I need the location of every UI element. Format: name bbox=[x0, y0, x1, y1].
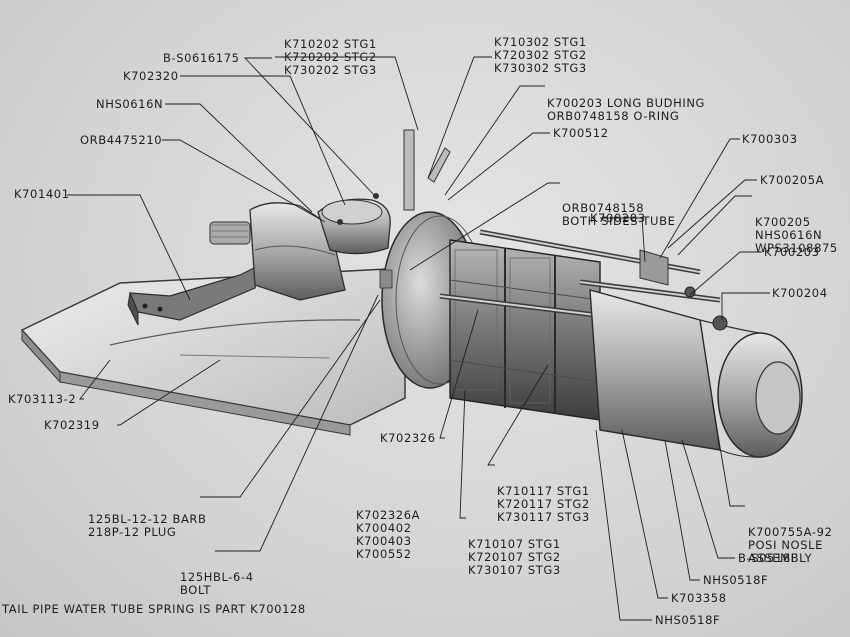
callout-k700203-lower: K700203 bbox=[764, 245, 820, 259]
callout-bs0518f: B-S0518F bbox=[738, 551, 799, 565]
callout-nhs0616n: NHS0616N bbox=[96, 97, 164, 111]
callout-bs0616175: B-S0616175 bbox=[163, 51, 240, 65]
gearbox-cover bbox=[317, 193, 391, 255]
callout-orb4475210: ORB4475210 bbox=[80, 133, 163, 147]
callout-k700303: K700303 bbox=[742, 132, 798, 146]
callout-k700512: K700512 bbox=[553, 126, 609, 140]
callout-k700203-upper: K700203 bbox=[590, 211, 646, 225]
leader-lines bbox=[67, 56, 770, 621]
footnote: TAIL PIPE WATER TUBE SPRING IS PART K700… bbox=[2, 602, 306, 616]
callout-k703358: K703358 bbox=[671, 591, 727, 605]
callout-k700204: K700204 bbox=[772, 286, 828, 300]
callout-nhs0518f-upper: NHS0518F bbox=[703, 573, 769, 587]
callout-k703113: K703113-2 bbox=[8, 392, 77, 406]
callout-k702326: K702326 bbox=[380, 431, 436, 445]
steering-lever bbox=[403, 129, 669, 286]
callout-k700205a: K700205A bbox=[760, 173, 825, 187]
callout-k701401: K701401 bbox=[14, 187, 70, 201]
callout-nhs0518f-lower: NHS0518F bbox=[655, 613, 721, 627]
bearing-housing bbox=[209, 202, 346, 301]
pump-stages bbox=[449, 239, 601, 421]
callout-k702319: K702319 bbox=[44, 418, 100, 432]
callout-k702320: K702320 bbox=[123, 69, 179, 83]
base-plate bbox=[20, 267, 406, 436]
nozzle-assembly bbox=[589, 286, 803, 458]
